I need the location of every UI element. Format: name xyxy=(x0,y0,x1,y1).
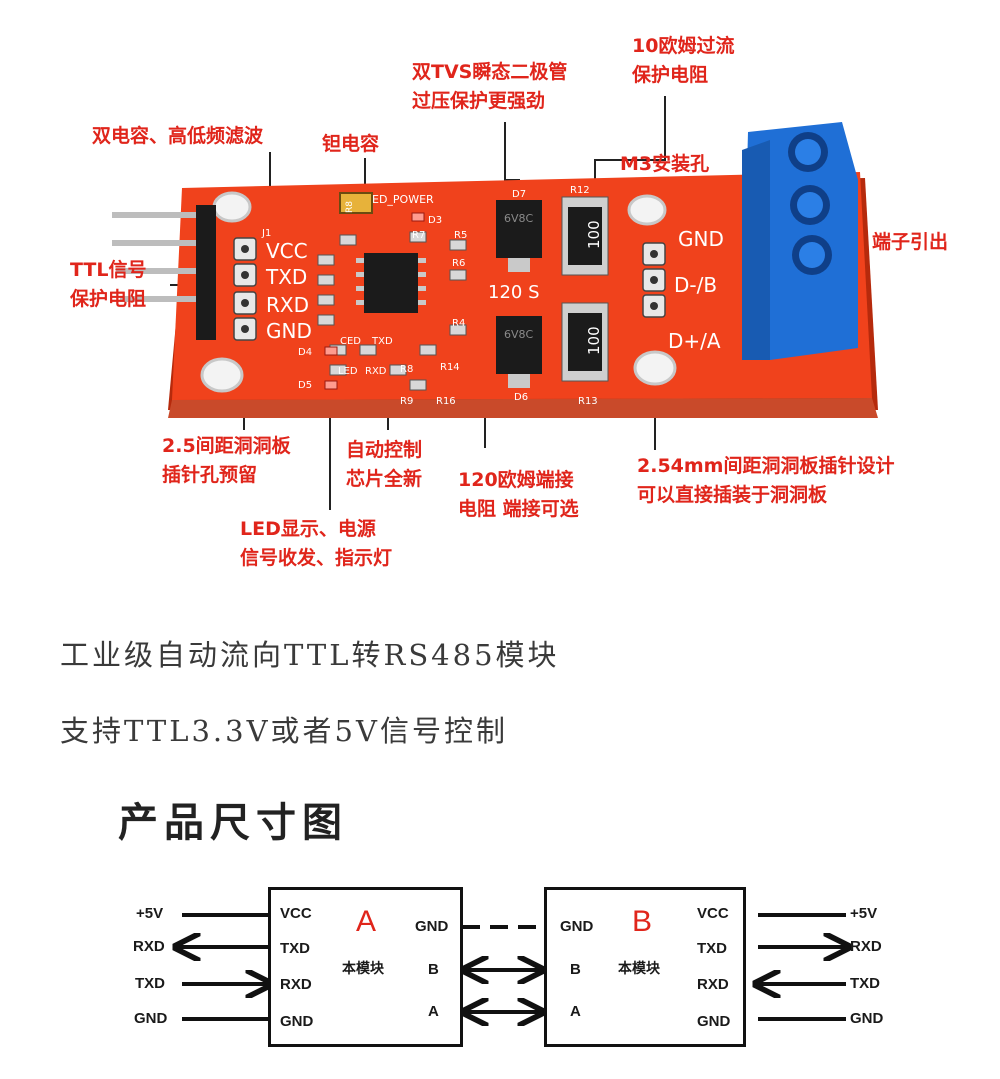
silk-r9: R9 xyxy=(400,396,413,407)
module-a-pin-a: A xyxy=(428,1003,439,1020)
silk-gnd: GND xyxy=(266,319,312,343)
right-signal-5v: +5V xyxy=(850,905,878,922)
silk-d5: D5 xyxy=(298,380,312,391)
silk-out-a: D+/A xyxy=(668,329,721,353)
silk-d3: D3 xyxy=(428,215,442,226)
module-a-pin-rxd: RXD xyxy=(280,976,312,993)
pin-header xyxy=(112,205,216,340)
mounting-holes xyxy=(200,191,677,393)
silk-rx: RXD xyxy=(365,366,387,377)
silk-d4: D4 xyxy=(298,347,312,358)
silk-power: ED_POWER xyxy=(372,193,434,206)
callout-2-54-pitch: 2.54mm间距洞洞板插针设计 可以直接插装于洞洞板 xyxy=(637,455,895,506)
indicator-leds xyxy=(324,212,425,390)
module-a-letter: A xyxy=(356,905,377,938)
silk-r4: R4 xyxy=(452,318,465,329)
left-signal-5v: +5V xyxy=(136,905,164,922)
callout-120-ohm: 120欧姆端接 电阻 端接可选 xyxy=(458,469,579,520)
silk-r7: R7 xyxy=(412,230,425,241)
module-b-pin-gnd-in: GND xyxy=(560,918,594,935)
module-a-pin-vcc: VCC xyxy=(280,905,312,922)
callout-terminal: 端子引出 xyxy=(872,231,949,253)
resistor-code-bottom: 100 xyxy=(585,326,603,355)
module-b-letter: B xyxy=(632,905,653,938)
module-b-pin-gnd: GND xyxy=(697,1013,731,1030)
callout-ttl-resistor: TTL信号 保护电阻 xyxy=(70,259,147,310)
left-signal-gnd: GND xyxy=(134,1010,168,1027)
right-signal-gnd: GND xyxy=(850,1010,884,1027)
silk-out-gnd: GND xyxy=(678,227,724,251)
silk-out-b: D-/B xyxy=(674,273,717,297)
callout-led: LED显示、电源 信号收发、指示灯 xyxy=(240,518,393,569)
right-signal-rxd: RXD xyxy=(850,938,882,955)
tvs-diodes xyxy=(496,200,542,388)
module-b-pin-rxd: RXD xyxy=(697,976,729,993)
silk-j1: J1 xyxy=(261,228,271,239)
tvs-code-bottom: 6V8C xyxy=(504,328,534,341)
silk-tx: TXD xyxy=(371,336,393,347)
silk-r14: R14 xyxy=(440,362,460,373)
silk-r16: R16 xyxy=(436,396,456,407)
module-a-name: 本模块 xyxy=(342,961,384,977)
module-a-pin-gnd-out: GND xyxy=(415,918,449,935)
callout-2-5-pitch: 2.5间距洞洞板 插针孔预留 xyxy=(162,435,291,486)
caption-line-2: 支持TTL3.3V或者5V信号控制 xyxy=(60,714,508,748)
right-signal-txd: TXD xyxy=(850,975,880,992)
silk-r8: R8 xyxy=(400,364,413,375)
module-b-pin-b: B xyxy=(570,961,581,978)
smd-components xyxy=(317,231,467,391)
callout-tantalum-capacitor: 钽电容 xyxy=(322,133,380,155)
module-b-name: 本模块 xyxy=(618,961,660,977)
wiring-diagram xyxy=(0,913,1000,1060)
silk-r120: 120 S xyxy=(488,282,540,303)
silk-d6: D6 xyxy=(514,392,528,403)
left-signal-txd: TXD xyxy=(135,975,165,992)
caption-line-1: 工业级自动流向TTL转RS485模块 xyxy=(60,638,560,672)
left-signal-rxd: RXD xyxy=(133,938,165,955)
transceiver-chip xyxy=(356,253,426,313)
protection-resistors xyxy=(561,196,609,382)
module-a-pin-txd: TXD xyxy=(280,940,310,957)
screw-terminal xyxy=(742,122,858,360)
callout-chip: 自动控制 芯片全新 xyxy=(346,439,423,490)
module-a-pin-b: B xyxy=(428,961,439,978)
callout-dual-capacitor: 双电容、高低频滤波 xyxy=(92,125,264,147)
silk-r12: R12 xyxy=(570,185,590,196)
silk-vcc: VCC xyxy=(266,239,308,263)
silk-r5: R5 xyxy=(454,230,467,241)
tvs-code-top: 6V8C xyxy=(504,212,534,225)
callout-m3-hole: M3安装孔 xyxy=(620,153,710,175)
silk-ced: CED xyxy=(340,336,361,347)
module-a-pin-gnd: GND xyxy=(280,1013,314,1030)
silk-led: LED xyxy=(338,366,358,377)
resistor-code-top: 100 xyxy=(585,220,603,249)
callout-overcurrent-resistor: 10欧姆过流 保护电阻 xyxy=(632,35,735,86)
silk-txd: TXD xyxy=(265,265,307,289)
tantalum-capacitor xyxy=(339,192,373,214)
silk-r8b: R8 xyxy=(345,201,355,213)
module-a-box xyxy=(268,887,463,1047)
module-b-pin-vcc: VCC xyxy=(697,905,729,922)
module-b-pin-txd: TXD xyxy=(697,940,727,957)
silk-d7: D7 xyxy=(512,189,526,200)
module-b-box xyxy=(544,887,746,1047)
silk-r6: R6 xyxy=(452,258,465,269)
module-b-pin-a: A xyxy=(570,1003,581,1020)
silk-rxd: RXD xyxy=(266,293,309,317)
section-title: 产品尺寸图 xyxy=(118,800,348,846)
board-illustration: VCC TXD RXD GND GND D-/B D+/A ED_POWER D… xyxy=(112,96,878,510)
callout-tvs-diode: 双TVS瞬态二极管 过压保护更强劲 xyxy=(412,61,568,112)
silk-r13: R13 xyxy=(578,396,598,407)
